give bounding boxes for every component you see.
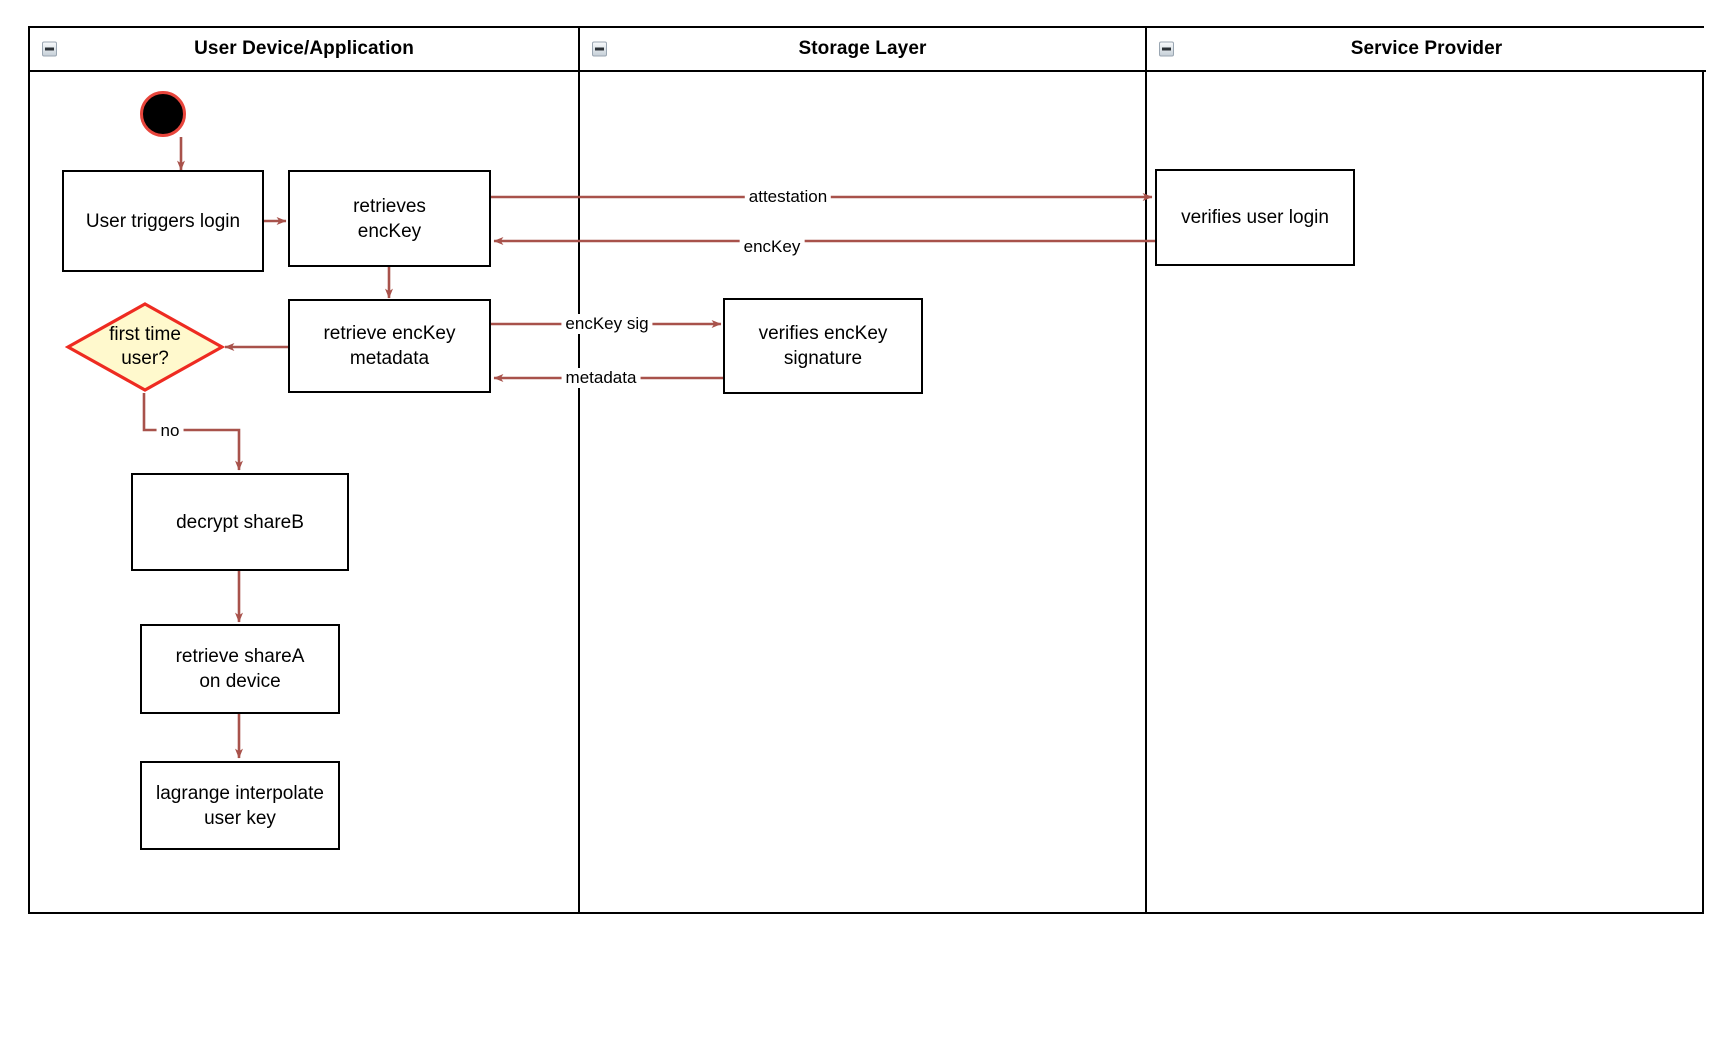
node-retrieve-enckey-metadata[interactable]: retrieve encKey metadata [288, 299, 491, 393]
lane-header-storage-layer[interactable]: Storage Layer [580, 28, 1145, 72]
edge-label-enckey-sig: encKey sig [561, 314, 653, 334]
node-verifies-user-login[interactable]: verifies user login [1155, 169, 1355, 266]
node-user-triggers-login[interactable]: User triggers login [62, 170, 264, 272]
edge-label-no: no [156, 421, 184, 441]
lane-user-device[interactable]: User Device/Application [30, 28, 578, 912]
node-retrieves-enckey[interactable]: retrieves encKey [288, 170, 491, 267]
minus-icon[interactable] [42, 41, 57, 57]
lane-service-provider[interactable]: Service Provider [1145, 28, 1706, 912]
node-lagrange-interpolate-user-key[interactable]: lagrange interpolate user key [140, 761, 340, 850]
edge-label-metadata: metadata [561, 368, 641, 388]
lane-header-service-provider[interactable]: Service Provider [1147, 28, 1706, 72]
node-verifies-enckey-signature[interactable]: verifies encKey signature [723, 298, 923, 394]
node-retrieve-sharea-on-device[interactable]: retrieve shareA on device [140, 624, 340, 714]
lane-title-storage-layer: Storage Layer [798, 38, 927, 59]
edge-label-attestation: attestation [744, 187, 832, 207]
lane-title-user-device: User Device/Application [194, 38, 414, 59]
lane-storage-layer[interactable]: Storage Layer [578, 28, 1145, 912]
lane-title-service-provider: Service Provider [1350, 38, 1503, 59]
lane-header-user-device[interactable]: User Device/Application [30, 28, 578, 72]
minus-icon[interactable] [592, 41, 607, 57]
node-decrypt-shareb[interactable]: decrypt shareB [131, 473, 349, 571]
node-first-time-user[interactable]: first time user? [65, 301, 225, 393]
minus-icon[interactable] [1159, 41, 1174, 57]
edge-label-enckey: encKey [739, 237, 805, 257]
start-node[interactable] [140, 91, 186, 137]
node-first-time-user-label: first time user? [109, 324, 181, 369]
